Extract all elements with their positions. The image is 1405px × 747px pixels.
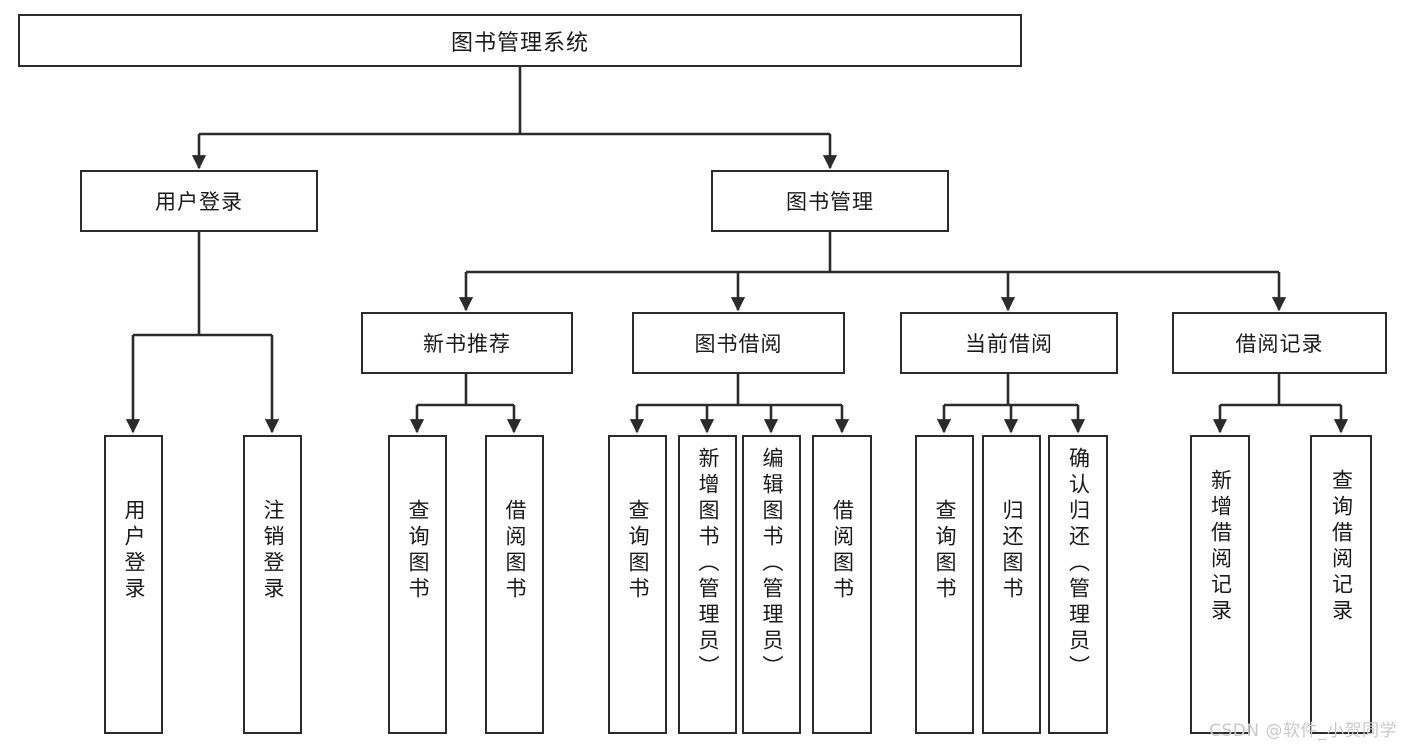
node-borrow-record[interactable]: 借阅记录 [1172,312,1387,374]
node-label: 借阅图书 [503,499,527,603]
leaf-current-borrow-query[interactable]: 查询图书 [915,435,974,734]
node-label: 新增借阅记录 [1208,469,1233,625]
leaf-book-borrow-query[interactable]: 查询图书 [608,435,667,734]
leaf-new-book-borrow[interactable]: 借阅图书 [485,435,544,734]
node-label: 归还图书 [1000,499,1024,603]
node-label: 用户登录 [155,190,243,214]
leaf-new-book-query[interactable]: 查询图书 [388,435,447,734]
node-label: 新书推荐 [423,332,511,356]
leaf-current-borrow-return[interactable]: 归还图书 [982,435,1041,734]
node-label: 借阅图书 [830,499,855,603]
leaf-current-borrow-confirm[interactable]: 确认归还（管理员） [1048,435,1108,734]
node-label: 查询图书 [626,499,650,603]
node-book-borrow[interactable]: 图书借阅 [632,312,845,374]
node-label: 借阅记录 [1235,332,1324,356]
leaf-borrow-record-add[interactable]: 新增借阅记录 [1190,435,1250,734]
node-root-system[interactable]: 图书管理系统 [18,14,1022,67]
leaf-book-borrow-add[interactable]: 新增图书（管理员） [678,435,737,734]
node-label: 编辑图书（管理员） [760,447,784,681]
node-label: 查询图书 [933,499,957,603]
node-label: 确认归还（管理员） [1066,447,1091,681]
node-user-login[interactable]: 用户登录 [80,170,318,232]
node-label: 当前借阅 [965,332,1053,356]
node-label: 图书借阅 [694,332,783,356]
leaf-borrow-record-query[interactable]: 查询借阅记录 [1310,435,1372,734]
leaf-book-borrow-borrow[interactable]: 借阅图书 [812,435,872,734]
node-label: 用户登录 [122,499,146,603]
node-label: 新增图书（管理员） [696,447,720,681]
leaf-user-login-logout[interactable]: 注销登录 [243,435,302,734]
node-current-borrow[interactable]: 当前借阅 [900,312,1118,374]
node-label: 图书管理系统 [450,30,589,56]
leaf-user-login-login[interactable]: 用户登录 [104,435,163,734]
node-label: 查询图书 [406,499,430,603]
node-new-book-recommend[interactable]: 新书推荐 [361,312,573,374]
node-label: 查询借阅记录 [1329,469,1354,625]
leaf-book-borrow-edit[interactable]: 编辑图书（管理员） [742,435,801,734]
node-label: 注销登录 [261,499,285,603]
node-book-management[interactable]: 图书管理 [711,170,949,232]
node-label: 图书管理 [786,190,874,214]
